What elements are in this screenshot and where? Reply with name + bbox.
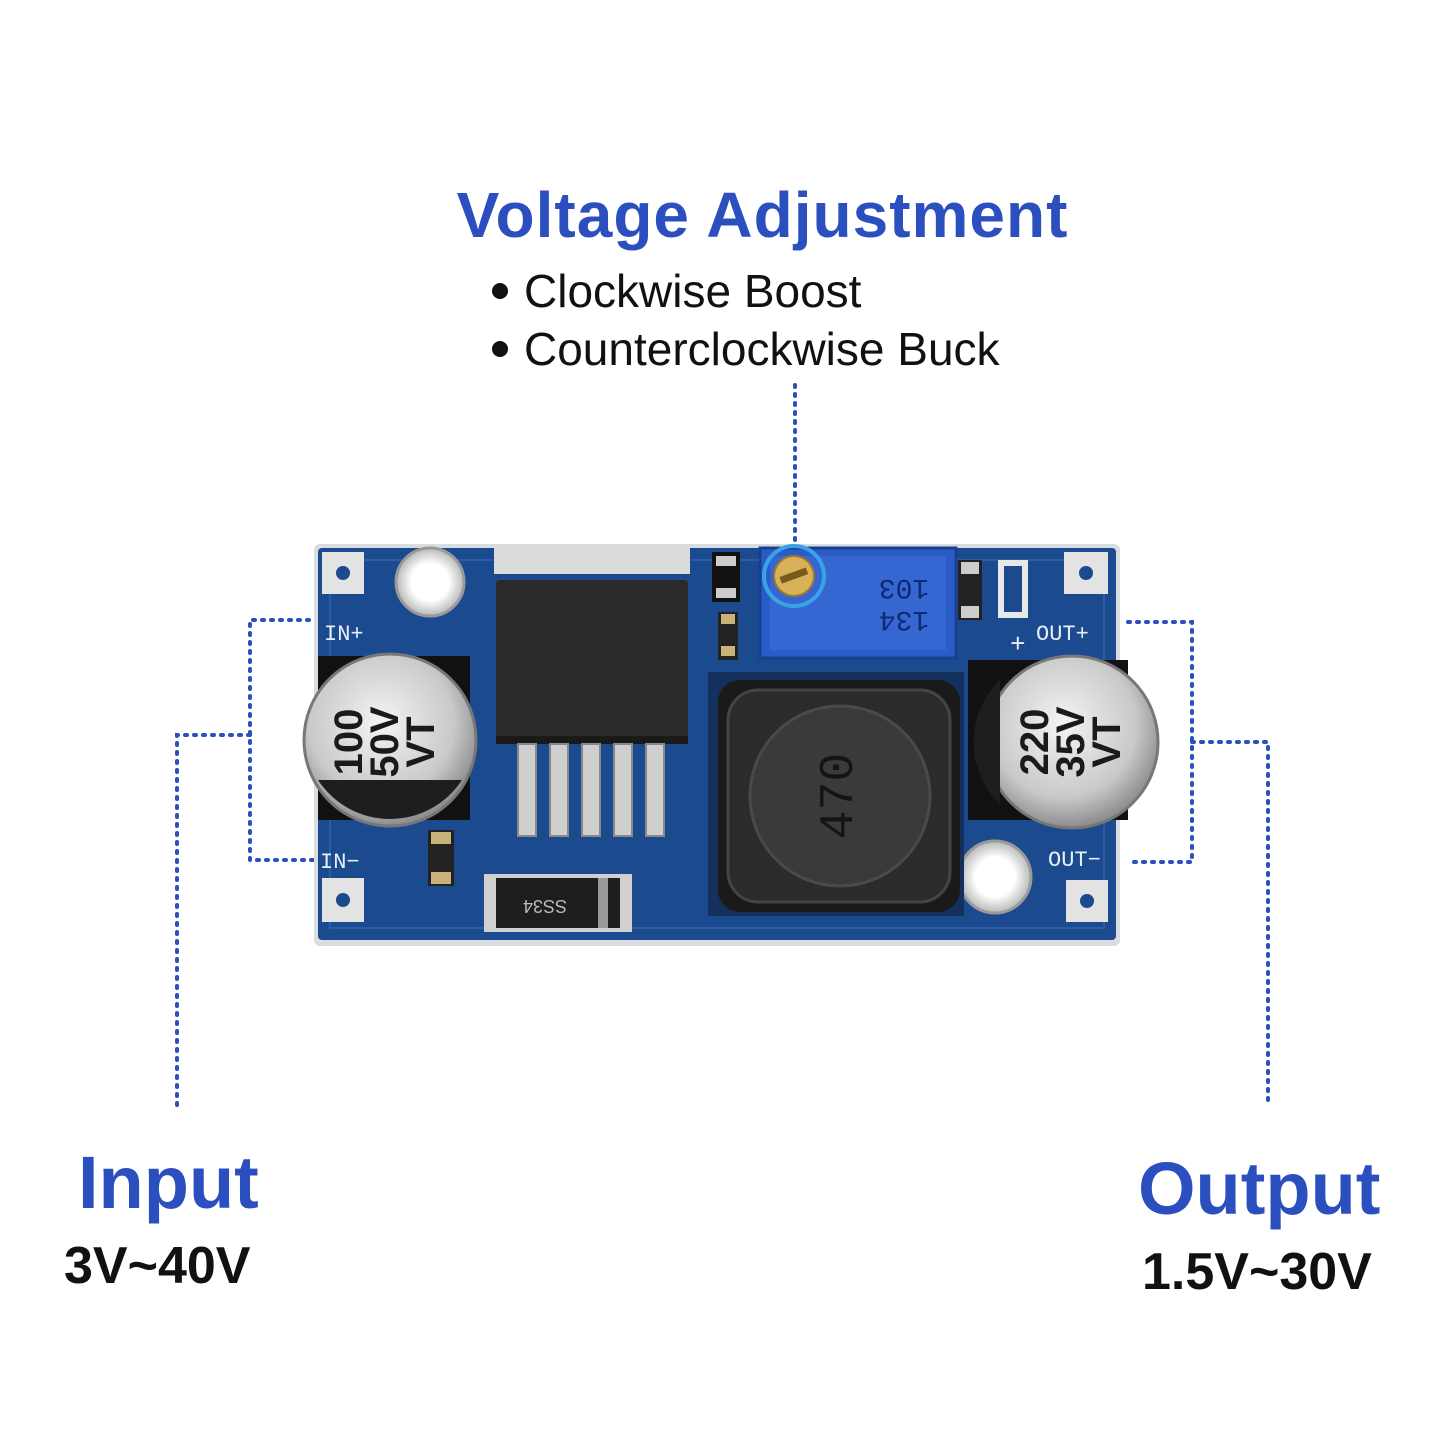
bullet-item: Counterclockwise Buck bbox=[492, 320, 1000, 378]
bullet-dot-icon bbox=[492, 283, 508, 299]
cap-out-value: 220 bbox=[1013, 709, 1057, 776]
regulator-ic bbox=[494, 548, 690, 837]
input-range: 3V~40V bbox=[64, 1237, 251, 1295]
input-leader-line bbox=[175, 733, 252, 1110]
pin-label-in-plus: IN+ bbox=[324, 622, 364, 647]
pin-label-plus-mark: + bbox=[1010, 630, 1026, 660]
corner-pads bbox=[322, 552, 1108, 922]
cap-in-value: 100 bbox=[327, 709, 371, 776]
adjustment-screw-highlight bbox=[762, 544, 826, 608]
diode-label: SS34 bbox=[523, 896, 567, 916]
cap-in-voltage: 50V bbox=[363, 706, 407, 777]
output-capacitor: 220 35V VT bbox=[968, 654, 1160, 830]
mounting-holes bbox=[394, 546, 1033, 915]
cap-out-brand: VT bbox=[1085, 716, 1129, 767]
inductor-label: 470 bbox=[813, 753, 867, 839]
inductor-470: 470 bbox=[708, 672, 964, 916]
pin-label-in-minus: IN− bbox=[320, 850, 360, 875]
pin-label-out-minus: OUT− bbox=[1048, 848, 1101, 873]
bullet-item: Clockwise Boost bbox=[492, 262, 1000, 320]
input-capacitor: 100 50V VT bbox=[302, 652, 478, 828]
bullet-dot-icon bbox=[492, 341, 508, 357]
bullet-text: Counterclockwise Buck bbox=[524, 323, 1000, 375]
cap-out-voltage: 35V bbox=[1049, 706, 1093, 777]
bullet-text: Clockwise Boost bbox=[524, 265, 862, 317]
input-title: Input bbox=[78, 1141, 259, 1224]
output-range: 1.5V~30V bbox=[1142, 1243, 1372, 1301]
cap-in-brand: VT bbox=[399, 716, 443, 767]
voltage-adjustment-heading: Voltage Adjustment bbox=[456, 179, 1069, 251]
pot-code-bottom: 134 bbox=[879, 603, 929, 634]
adjustment-bullet-list: Clockwise Boost Counterclockwise Buck bbox=[492, 262, 1000, 378]
diode-ss34: SS34 bbox=[484, 874, 632, 932]
output-leader-line bbox=[1190, 740, 1270, 1104]
input-leader-bracket bbox=[248, 618, 320, 862]
potentiometer: 103 134 bbox=[758, 544, 958, 660]
pin-label-out-plus: OUT+ bbox=[1036, 622, 1089, 647]
leader-lines bbox=[175, 383, 1270, 1110]
pot-code-top: 103 bbox=[879, 571, 929, 602]
pin-labels: IN+ IN− OUT+ OUT− + bbox=[320, 622, 1101, 875]
smd-components bbox=[428, 552, 1028, 886]
output-title: Output bbox=[1138, 1147, 1381, 1230]
